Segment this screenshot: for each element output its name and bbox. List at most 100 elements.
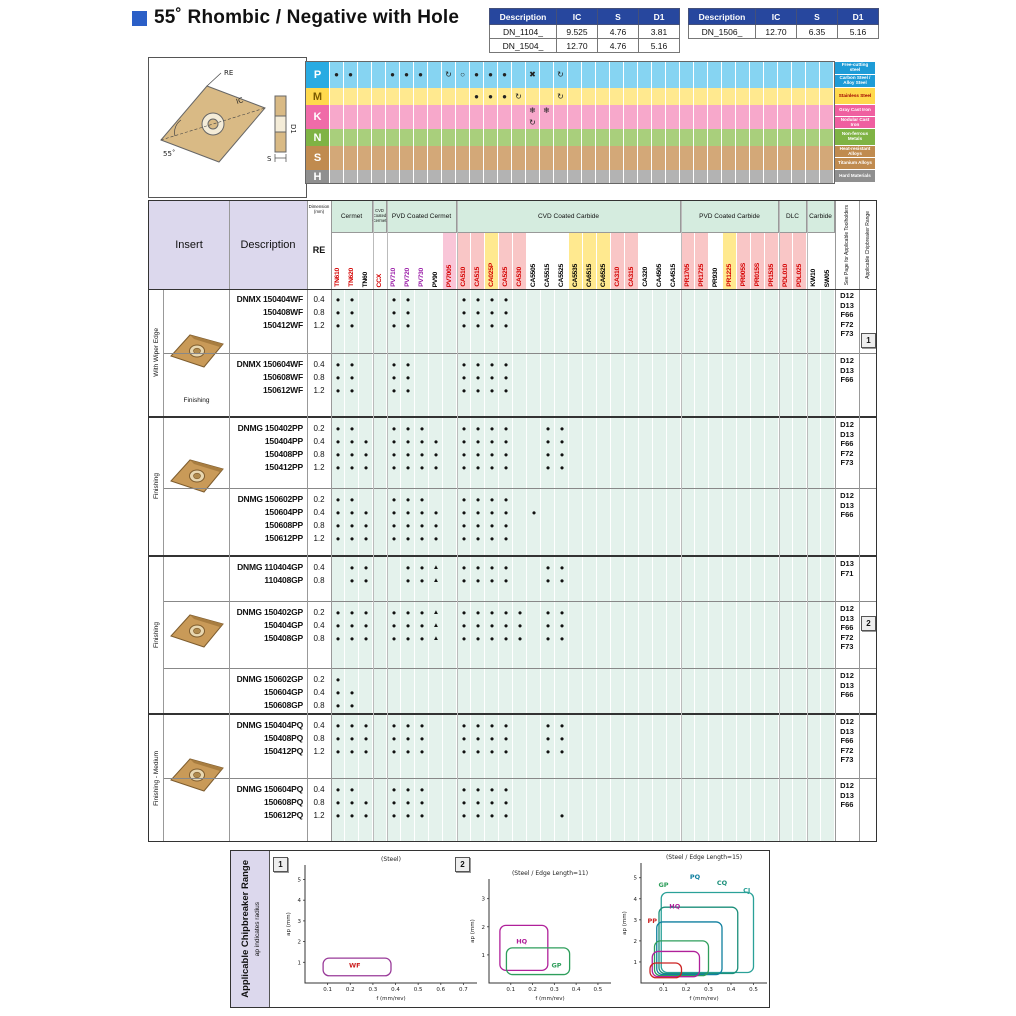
availability-dot: ● [349,811,355,820]
availability-dot: ● [559,563,565,572]
chart-text: 0.3 [550,987,559,993]
page-ref: D12 [840,491,854,500]
availability-dot: ● [349,386,355,395]
row-description: DNMX 150404WF [236,294,304,304]
chart-text: ap (mm) [622,911,628,935]
availability-dot: ● [559,450,565,459]
availability-dot: ● [475,321,481,330]
availability-dot: ● [335,701,341,710]
grade-label-cell: KW10 [807,233,821,289]
row-re-value: 0.2 [313,495,325,504]
availability-dot: ● [559,734,565,743]
grade-label-cell: CA5525 [555,233,569,289]
chart-text: 0.3 [704,987,713,993]
availability-dot: ● [489,321,495,330]
availability-dot: ● [349,785,355,794]
availability-dot: ● [335,386,341,395]
page-ref: D13 [840,726,854,736]
availability-dot: ● [335,495,341,504]
availability-dot: ● [349,721,355,730]
chart-text: 1 [298,960,302,966]
availability-dot: ● [349,621,355,630]
availability-dot: ● [475,811,481,820]
availability-dot: ● [475,360,481,369]
chart-text: 0.2 [528,987,537,993]
availability-dot: ● [363,563,369,572]
grade-label-cell: CA4515 [667,233,681,289]
availability-dot: ● [489,721,495,730]
availability-dot: ● [405,521,411,530]
availability-dot: ● [433,463,439,472]
grade-label-cell: SW05 [821,233,835,289]
page-ref: F66 [840,623,854,632]
availability-dot: ● [335,798,341,807]
availability-dot: ● [335,608,341,617]
grade-group-header: PVD Coated Carbide [681,201,779,232]
band-mark: ● [418,70,423,79]
availability-dot: ● [391,634,397,643]
availability-dot: ● [349,373,355,382]
grade-label-cell: CA310 [611,233,625,289]
range-column-header: Applicable Chipbreaker Range [859,201,876,289]
availability-dot: ● [363,508,369,517]
availability-dot: ● [405,721,411,730]
grade-label-cell: CA5505 [527,233,541,289]
availability-dot: ● [503,373,509,382]
availability-dot: ● [503,437,509,446]
availability-dot: ● [349,495,355,504]
availability-dot: ● [433,534,439,543]
availability-dot: ● [363,798,369,807]
availability-dot: ● [405,608,411,617]
availability-dot: ● [349,437,355,446]
availability-dot: ● [503,386,509,395]
availability-dot: ● [405,811,411,820]
availability-dot: ● [461,321,467,330]
availability-dot: ● [489,360,495,369]
spec-cell: 9.525 [556,24,598,39]
band-mark: ↻ [557,70,564,79]
availability-dot: ● [405,798,411,807]
row-description: 150604GP [263,687,303,697]
availability-dot: ● [475,621,481,630]
availability-dot: ● [405,360,411,369]
availability-dot: ● [349,508,355,517]
availability-dot: ● [475,463,481,472]
availability-dot: ● [419,608,425,617]
spec-cell: DN_1504_ [489,38,557,53]
grade-label: SW05 [824,269,831,287]
band-mark: ● [334,70,339,79]
page-ref: F73 [840,642,854,651]
grade-group-header: PVD Coated Cermet [387,201,457,232]
material-label: Carbon Steel / Alloy Steel [835,75,875,88]
material-band-cells [330,105,834,129]
page-ref: D12 [840,717,854,726]
availability-dot: ● [503,508,509,517]
availability-dot: ● [503,785,509,794]
availability-dot: ● [559,608,565,617]
availability-dot: ● [475,424,481,433]
chart-text: CQ [717,879,728,887]
grade-label-cell: CA6515 [583,233,597,289]
grade-label-cell: CA6525 [597,233,611,289]
grade-label: CA510 [460,267,467,287]
availability-dot: ● [503,621,509,630]
grade-label: PR1535 [768,264,775,287]
availability-dot: ● [461,563,467,572]
availability-dot: ● [475,563,481,572]
row-re-value: 0.4 [313,621,325,630]
insert-column-header: Insert [149,201,229,289]
availability-dot: ● [503,308,509,317]
